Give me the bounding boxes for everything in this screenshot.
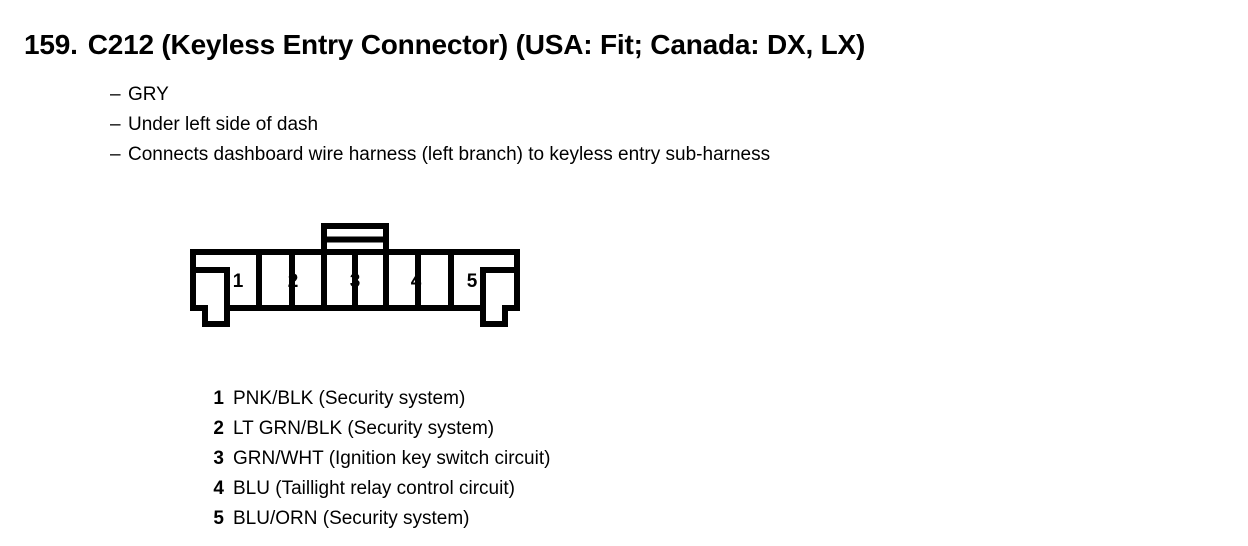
pin-number: 1 <box>213 388 224 409</box>
pin-number: 2 <box>213 418 224 439</box>
pin-legend-row: 4 BLU (Taillight relay control circuit) <box>200 474 550 504</box>
pin-description: PNK/BLK (Security system) <box>233 388 466 409</box>
pin-number: 4 <box>213 478 224 499</box>
cavity-number-3: 3 <box>350 271 361 292</box>
page-title-number: 159. <box>24 29 78 60</box>
pin-number: 3 <box>213 448 224 469</box>
note-line: –Connects dashboard wire harness (left b… <box>110 140 770 170</box>
page-title: 159. C212 (Keyless Entry Connector) (USA:… <box>24 28 865 62</box>
pin-description: BLU/ORN (Security system) <box>233 508 470 529</box>
pin-description: LT GRN/BLK (Security system) <box>233 418 495 439</box>
note-text: GRY <box>128 84 169 105</box>
note-line: –GRY <box>110 80 770 110</box>
connector-diagram: 1 2 3 4 5 <box>180 214 530 340</box>
pin-description: BLU (Taillight relay control circuit) <box>233 478 515 499</box>
note-dash-icon: – <box>110 144 121 165</box>
locking-tab-icon <box>321 223 389 256</box>
pin-legend-row: 3 GRN/WHT (Ignition key switch circuit) <box>200 444 550 474</box>
connector-notes: –GRY –Under left side of dash –Connects … <box>110 80 770 170</box>
pin-description: GRN/WHT (Ignition key switch circuit) <box>233 448 551 469</box>
pin-legend-row: 2 LT GRN/BLK (Security system) <box>200 414 550 444</box>
note-dash-icon: – <box>110 84 121 105</box>
cavity-dividers <box>256 255 454 305</box>
cavity-number-1: 1 <box>233 271 244 292</box>
pin-number: 5 <box>213 508 224 529</box>
left-shoulder-notch <box>193 267 230 308</box>
pin-legend-row: 1 PNK/BLK (Security system) <box>200 384 550 414</box>
page-title-text: C212 (Keyless Entry Connector) (USA: Fit… <box>87 29 866 60</box>
cavity-number-5: 5 <box>467 271 478 292</box>
right-shoulder-notch <box>480 267 517 308</box>
pin-legend-row: 5 BLU/ORN (Security system) <box>200 504 550 534</box>
cavity-number-2: 2 <box>288 271 299 292</box>
note-dash-icon: – <box>110 114 121 135</box>
note-line: –Under left side of dash <box>110 110 770 140</box>
note-text: Connects dashboard wire harness (left br… <box>128 144 771 165</box>
note-text: Under left side of dash <box>128 114 319 135</box>
cavity-number-4: 4 <box>411 271 422 292</box>
pin-legend: 1 PNK/BLK (Security system) 2 LT GRN/BLK (… <box>200 384 550 534</box>
